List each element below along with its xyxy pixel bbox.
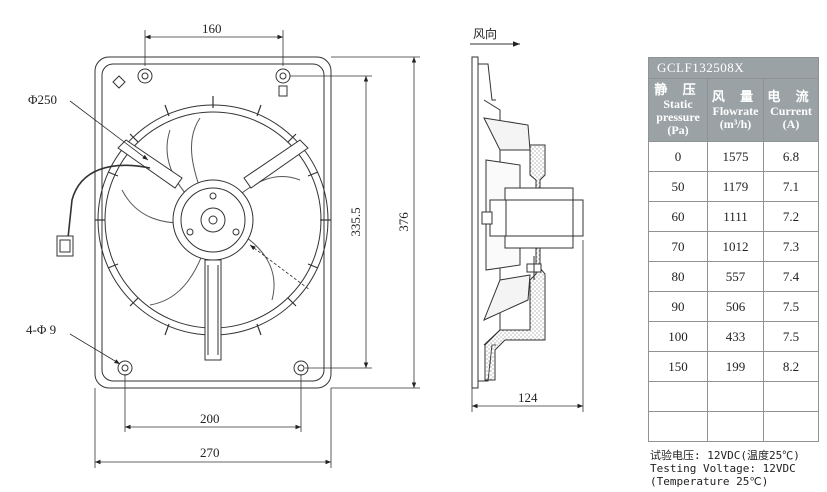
shroud-plate — [471, 56, 479, 389]
side-dimensions — [471, 240, 584, 412]
side-view — [470, 41, 584, 389]
model-number: GCLF132508X — [648, 57, 819, 79]
table-cell — [763, 381, 819, 412]
table-row — [648, 381, 819, 412]
table-cell — [763, 411, 819, 442]
dim-outer-height: 376 — [396, 212, 411, 232]
table-cell: 1012 — [707, 231, 764, 262]
table-cell: 7.5 — [763, 321, 819, 352]
table-cell: 6.8 — [763, 141, 819, 172]
test-note-line: (Temperature 25℃) — [650, 475, 769, 488]
motor-body — [504, 187, 574, 249]
table-cell: 80 — [648, 261, 708, 292]
hub-bolt — [209, 192, 217, 200]
table-cell: 70 — [648, 231, 708, 262]
table-cell: 50 — [648, 171, 708, 202]
table-cell: 1111 — [707, 201, 764, 232]
support-bracket — [484, 144, 546, 381]
motor-shaft-side — [481, 211, 493, 225]
hub-bolt — [186, 228, 194, 236]
table-cell: 60 — [648, 201, 708, 232]
table-cell — [707, 381, 764, 412]
dim-bottom-inner: 200 — [200, 411, 220, 426]
header-static-pressure: 静 压 Static pressure (Pa) — [648, 78, 708, 142]
dim-fan-diameter: Φ250 — [28, 92, 57, 107]
motor-hub-center — [200, 207, 226, 233]
test-note-line: 试验电压: 12VDC(温度25℃) — [650, 449, 800, 462]
header-current: 电 流 Current (A) — [763, 78, 819, 142]
dim-top-width: 160 — [202, 21, 222, 36]
dim-depth: 124 — [518, 390, 538, 405]
shroud-outer-frame — [94, 56, 332, 389]
table-cell: 506 — [707, 291, 764, 322]
table-cell: 8.2 — [763, 351, 819, 382]
hub-bolt — [232, 228, 240, 236]
test-note-line: Testing Voltage: 12VDC — [650, 462, 796, 475]
table-cell: 150 — [648, 351, 708, 382]
motor-support-arms — [117, 139, 309, 361]
table-cell: 0 — [648, 141, 708, 172]
table-cell: 1179 — [707, 171, 764, 202]
wire-harness — [67, 164, 151, 239]
shroud-inner-frame — [101, 63, 325, 382]
dim-bottom-outer: 270 — [200, 445, 220, 460]
blade-side — [483, 117, 531, 151]
motor-hub-ring — [180, 187, 246, 253]
table-cell: 7.1 — [763, 171, 819, 202]
dim-inner-height: 335.5 — [348, 207, 363, 236]
table-cell: 7.2 — [763, 201, 819, 232]
motor-shaft — [208, 215, 218, 225]
table-cell: 90 — [648, 291, 708, 322]
table-cell: 1575 — [707, 141, 764, 172]
table-cell: 433 — [707, 321, 764, 352]
table-cell — [707, 411, 764, 442]
table-cell: 557 — [707, 261, 764, 292]
motor-end-cap — [572, 199, 584, 237]
radial-ribs — [95, 96, 331, 344]
table-cell — [648, 381, 708, 412]
dim-mounting-holes: 4-Φ 9 — [26, 322, 56, 337]
table-cell: 199 — [707, 351, 764, 382]
airflow-label: 风向 — [473, 26, 497, 41]
front-dimensions — [69, 30, 420, 468]
performance-table: GCLF132508X 静 压 Static pressure (Pa) 风 量… — [648, 57, 819, 442]
table-cell: 7.4 — [763, 261, 819, 292]
blade-side — [483, 274, 531, 321]
front-view — [56, 56, 332, 389]
wire-connector — [56, 235, 74, 257]
motor-hub-outer — [172, 179, 254, 261]
test-conditions-note: 试验电压: 12VDC(温度25℃) Testing Voltage: 12VD… — [650, 449, 800, 488]
table-cell: 7.3 — [763, 231, 819, 262]
table-cell — [648, 411, 708, 442]
table-row — [648, 411, 819, 442]
header-flowrate: 风 量 Flowrate (m³/h) — [707, 78, 764, 142]
table-cell: 7.5 — [763, 291, 819, 322]
table-cell: 100 — [648, 321, 708, 352]
